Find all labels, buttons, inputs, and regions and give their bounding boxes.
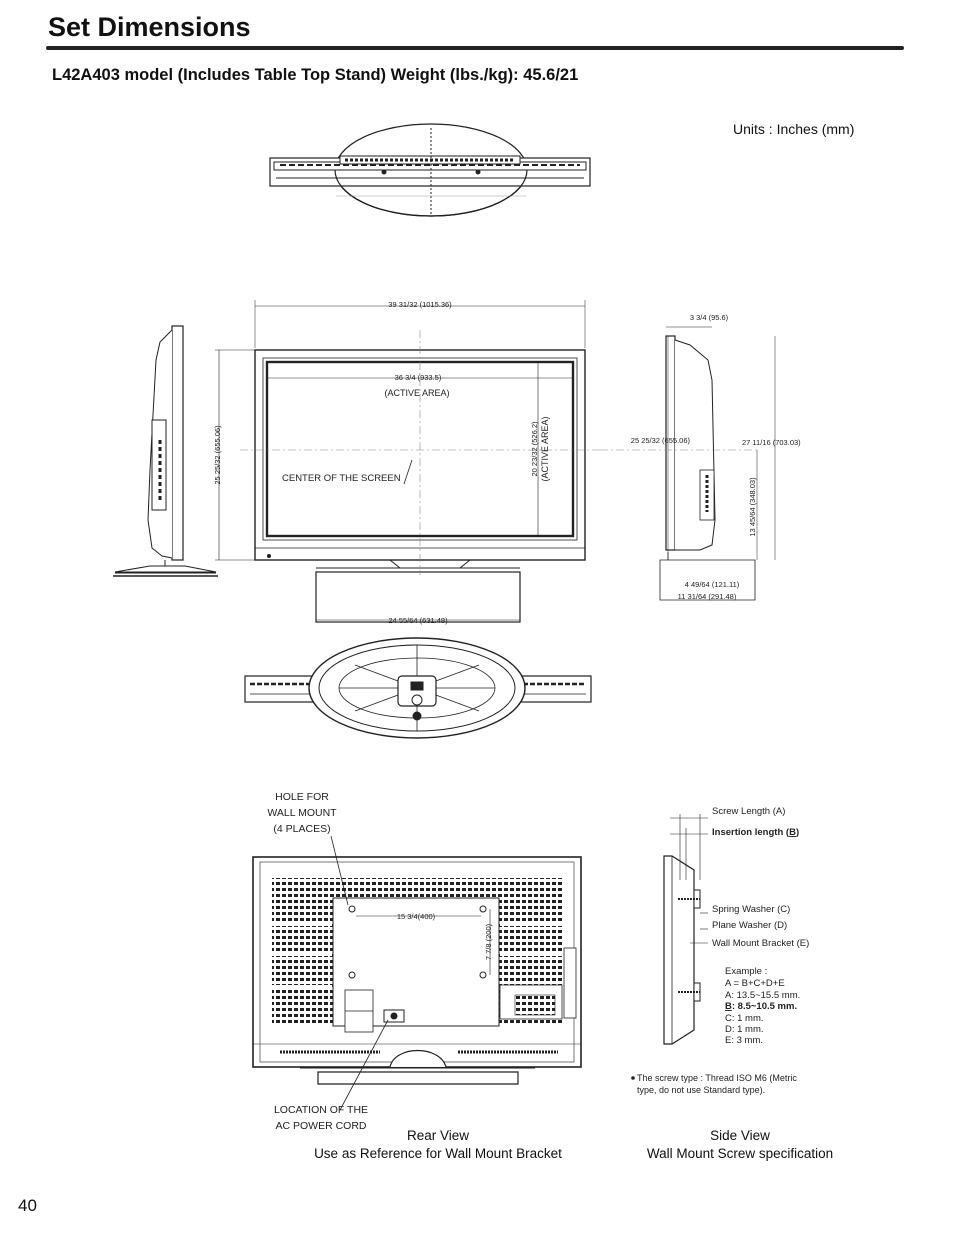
active-width-dim: 36 3/4 (933.5) [395, 373, 442, 382]
side-view-dimensions: 3 3/4 (95.6) 25 25/32 (655.06) 27 11/16 … [631, 313, 801, 601]
side-height-screen-dim: 25 25/32 (655.06) [631, 436, 691, 445]
hole-label-line3: (4 PLACES) [273, 823, 330, 835]
hole-label-line1: HOLE FOR [275, 791, 329, 803]
stand-depth-2-dim: 11 31/64 (291.48) [678, 592, 737, 601]
example-formula: A = B+C+D+E [725, 978, 785, 989]
example-title: Example : [725, 966, 767, 977]
screw-note-line2: type, do not use Standard type). [637, 1085, 765, 1095]
title-divider [46, 46, 904, 50]
front-view-dimensions: 39 31/32 (1015.36) 36 3/4 (933.5) (ACTIV… [213, 300, 550, 625]
bullet-icon [631, 1076, 635, 1080]
example-d: D: 1 mm. [725, 1024, 764, 1035]
example-c: C: 1 mm. [725, 1013, 764, 1024]
side-height-total-dim: 27 11/16 (703.03) [742, 438, 801, 447]
right-side-view-drawing [600, 326, 776, 601]
depth-dim: 3 3/4 (95.6) [690, 313, 729, 322]
example-e: E: 3 mm. [725, 1035, 763, 1046]
screw-spec-labels: Screw Length (A) Insertion length (B) Sp… [631, 806, 809, 1095]
power-cord-label-line2: AC POWER CORD [275, 1120, 366, 1132]
example-b: B: 8.5~10.5 mm. [725, 1001, 797, 1012]
screw-note-line1: The screw type : Thread ISO M6 (Metric [637, 1073, 797, 1083]
rear-view-labels: 15 3/4(400) 7 7/8 (200) HOLE FOR WALL MO… [267, 791, 493, 1132]
side-view-caption-title: Side View [710, 1128, 770, 1143]
rear-view-caption-subtitle: Use as Reference for Wall Mount Bracket [314, 1146, 562, 1161]
center-of-screen-label: CENTER OF THE SCREEN [282, 473, 401, 484]
example-a: A: 13.5~15.5 mm. [725, 990, 800, 1001]
spring-washer-label: Spring Washer (C) [712, 904, 790, 915]
stand-width-dim: 24 55/64 (631.48) [388, 616, 448, 625]
stand-depth-1-dim: 4 49/64 (121.11) [685, 580, 740, 589]
screw-length-label: Screw Length (A) [712, 806, 785, 817]
hole-label-line2: WALL MOUNT [267, 807, 337, 819]
active-height-dim: 20 23/32 (526.2) [530, 421, 539, 477]
top-view-drawing [269, 123, 591, 217]
left-side-view-drawing [113, 325, 218, 577]
active-area-label: (ACTIVE AREA) [384, 388, 449, 398]
screen-height-dim: 25 25/32 (655.06) [213, 425, 222, 485]
hole-vertical-spacing: 7 7/8 (200) [484, 923, 493, 960]
units-label: Units : Inches (mm) [733, 121, 855, 137]
rear-view-caption-title: Rear View [406, 1128, 470, 1143]
plane-washer-label: Plane Washer (D) [712, 920, 787, 931]
front-view-drawing [215, 300, 600, 623]
active-area-vertical-label: (ACTIVE AREA) [540, 416, 550, 481]
mount-height-dim: 13 45/64 (348.03) [748, 477, 757, 537]
rear-view-caption: Rear View Use as Reference for Wall Moun… [300, 1127, 576, 1163]
page-title: Set Dimensions [48, 12, 251, 42]
model-subtitle: L42A403 model (Includes Table Top Stand)… [52, 66, 579, 84]
side-view-caption-subtitle: Wall Mount Screw specification [646, 1146, 834, 1161]
rear-view-drawing [252, 835, 582, 1111]
power-cord-label-line1: LOCATION OF THE [274, 1104, 368, 1116]
wall-bracket-label: Wall Mount Bracket (E) [712, 938, 809, 949]
side-view-caption: Side View Wall Mount Screw specification [630, 1127, 850, 1163]
screw-spec-drawing [663, 814, 708, 1045]
bottom-view-drawing [244, 637, 592, 739]
hole-horizontal-spacing: 15 3/4(400) [397, 912, 436, 921]
overall-width-dim: 39 31/32 (1015.36) [388, 300, 452, 309]
page-number: 40 [18, 1196, 37, 1215]
insertion-length-label: Insertion length (B) [712, 827, 799, 838]
